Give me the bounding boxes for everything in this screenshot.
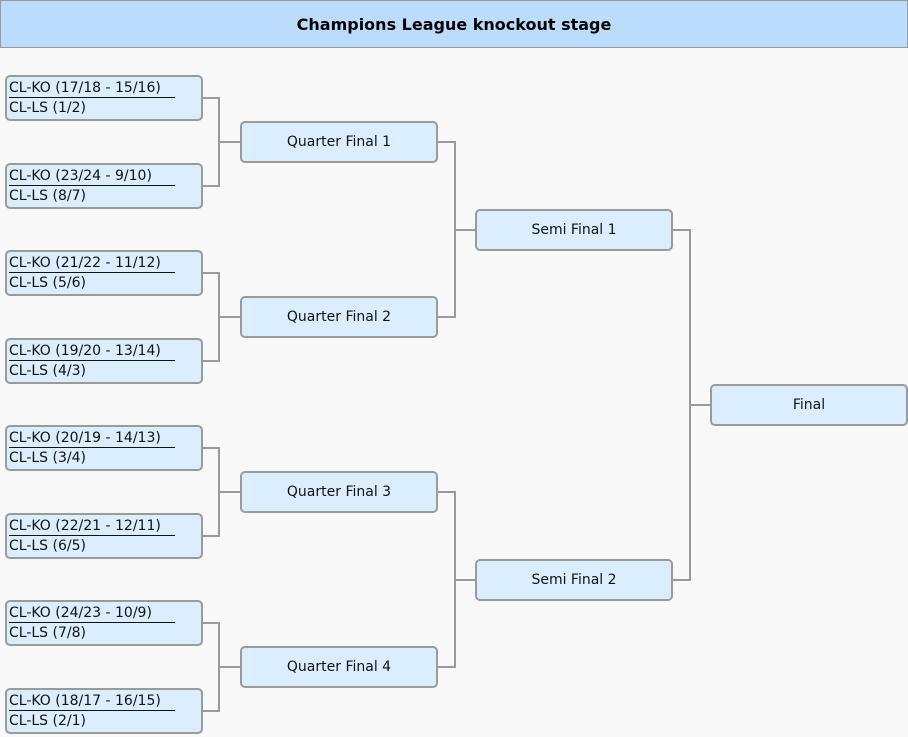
- slot-ko-label: CL-KO (19/20 - 13/14): [9, 342, 175, 361]
- slot-ko-label: CL-KO (24/23 - 10/9): [9, 604, 175, 623]
- connector-qf-sf1: [438, 141, 475, 318]
- slot-1: CL-KO (17/18 - 15/16) CL-LS (1/2): [5, 75, 203, 121]
- slot-ko-label: CL-KO (22/21 - 12/11): [9, 517, 175, 536]
- slot-ls-label: CL-LS (2/1): [9, 712, 86, 729]
- semi-final-2: Semi Final 2: [475, 559, 673, 601]
- slot-ko-label: CL-KO (23/24 - 9/10): [9, 167, 175, 186]
- connector-sf-final: [673, 229, 710, 581]
- slot-3: CL-KO (21/22 - 11/12) CL-LS (5/6): [5, 250, 203, 296]
- slot-5: CL-KO (20/19 - 14/13) CL-LS (3/4): [5, 425, 203, 471]
- slot-ko-label: CL-KO (20/19 - 14/13): [9, 429, 175, 448]
- quarter-final-4: Quarter Final 4: [240, 646, 438, 688]
- connector-r16-qf3: [203, 447, 240, 537]
- slot-7: CL-KO (24/23 - 10/9) CL-LS (7/8): [5, 600, 203, 646]
- quarter-final-3: Quarter Final 3: [240, 471, 438, 513]
- slot-ko-label: CL-KO (18/17 - 16/15): [9, 692, 175, 711]
- slot-6: CL-KO (22/21 - 12/11) CL-LS (6/5): [5, 513, 203, 559]
- slot-ls-label: CL-LS (1/2): [9, 99, 86, 116]
- slot-ls-label: CL-LS (6/5): [9, 537, 86, 554]
- slot-4: CL-KO (19/20 - 13/14) CL-LS (4/3): [5, 338, 203, 384]
- connector-r16-qf2: [203, 272, 240, 362]
- slot-ls-label: CL-LS (4/3): [9, 362, 86, 379]
- quarter-final-1: Quarter Final 1: [240, 121, 438, 163]
- final: Final: [710, 384, 908, 426]
- semi-final-1: Semi Final 1: [475, 209, 673, 251]
- slot-2: CL-KO (23/24 - 9/10) CL-LS (8/7): [5, 163, 203, 209]
- connector-r16-qf1: [203, 97, 240, 187]
- slot-ko-label: CL-KO (21/22 - 11/12): [9, 254, 175, 273]
- quarter-final-2: Quarter Final 2: [240, 296, 438, 338]
- connector-qf-sf2: [438, 491, 475, 668]
- connector-r16-qf4: [203, 622, 240, 712]
- slot-ls-label: CL-LS (5/6): [9, 274, 86, 291]
- page-title: Champions League knockout stage: [0, 0, 908, 48]
- slot-8: CL-KO (18/17 - 16/15) CL-LS (2/1): [5, 688, 203, 734]
- slot-ko-label: CL-KO (17/18 - 15/16): [9, 79, 175, 98]
- slot-ls-label: CL-LS (8/7): [9, 187, 86, 204]
- slot-ls-label: CL-LS (7/8): [9, 624, 86, 641]
- slot-ls-label: CL-LS (3/4): [9, 449, 86, 466]
